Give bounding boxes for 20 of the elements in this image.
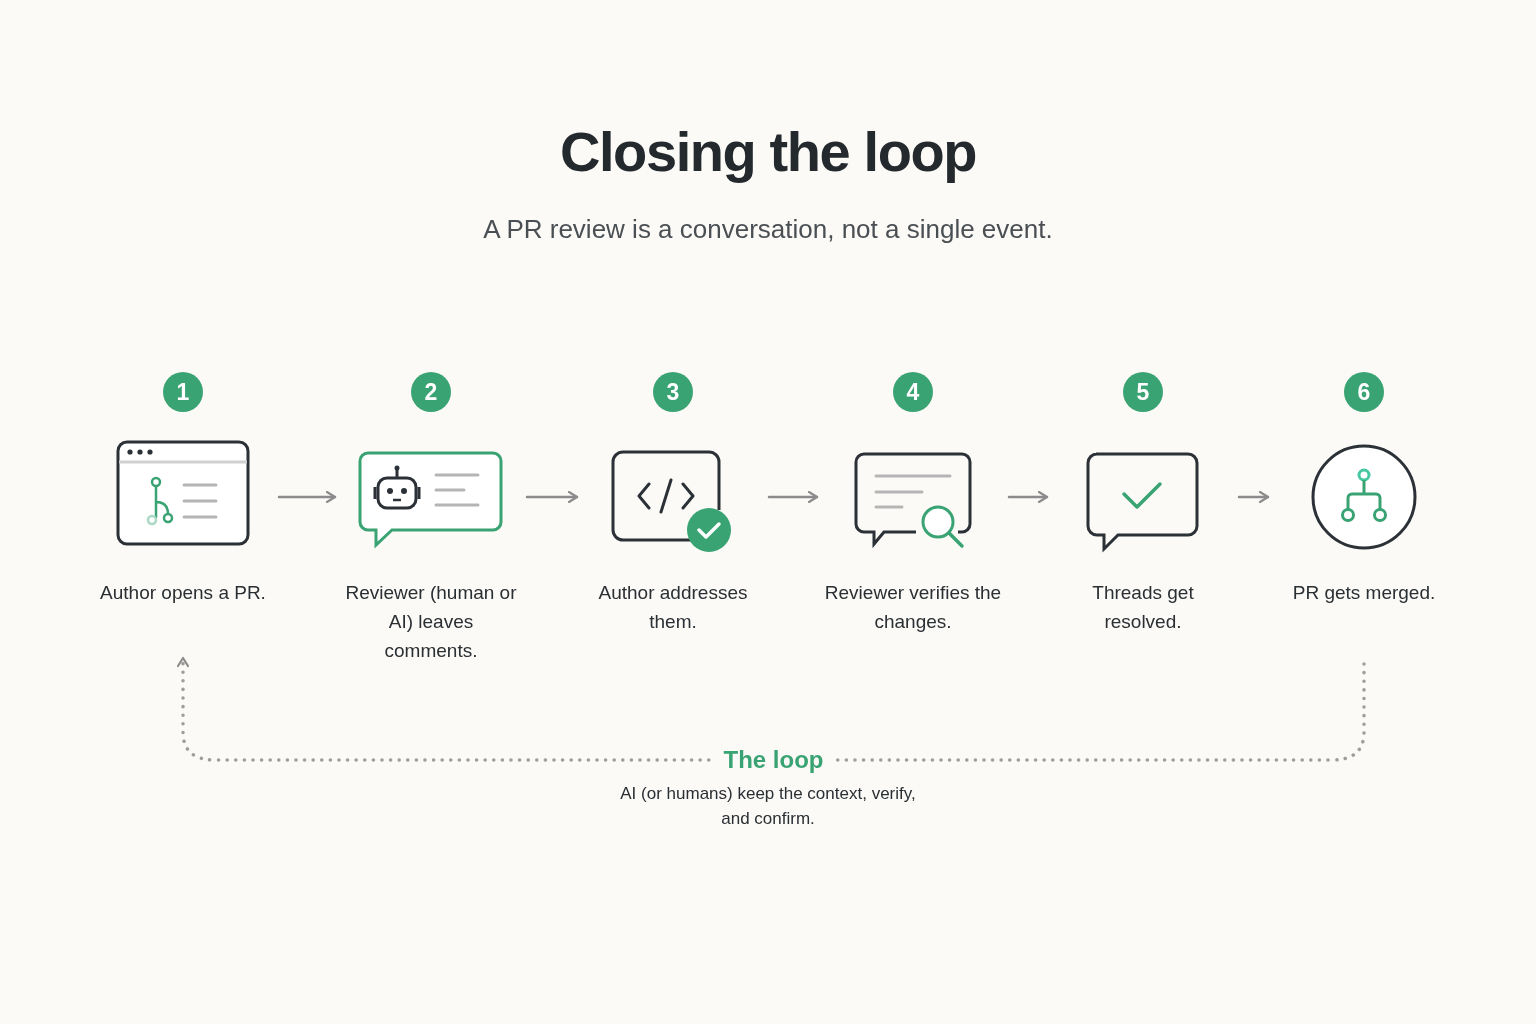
- note: AI (or humans) keep the context, verify, and confirm.: [619, 783, 917, 830]
- step-number-badge: 3: [653, 372, 693, 412]
- arrow: [767, 490, 819, 504]
- subtitle: A PR review is a conversation, not a single event.: [483, 213, 1053, 246]
- arrow: [1237, 490, 1270, 504]
- step-caption: Author opens a PR.: [99, 581, 267, 605]
- step-caption: Threads get resolved.: [1091, 581, 1195, 634]
- dotted-loop-arrow: [176, 656, 1366, 762]
- step-number-badge: 4: [893, 372, 933, 412]
- step-number-badge: 5: [1123, 372, 1163, 412]
- step-caption: PR gets merged.: [1291, 581, 1437, 605]
- arrow: [525, 490, 579, 504]
- arrow: [277, 490, 337, 504]
- arrow: [1007, 490, 1049, 504]
- step-caption: Reviewer verifies the changes.: [823, 581, 1003, 634]
- step-number-badge: 6: [1344, 372, 1384, 412]
- step-number-badge: 1: [163, 372, 203, 412]
- step-caption: Author addresses them.: [597, 581, 749, 634]
- step-caption: Reviewer (human or AI) leaves comments.: [344, 581, 518, 663]
- step-number-badge: 2: [411, 372, 451, 412]
